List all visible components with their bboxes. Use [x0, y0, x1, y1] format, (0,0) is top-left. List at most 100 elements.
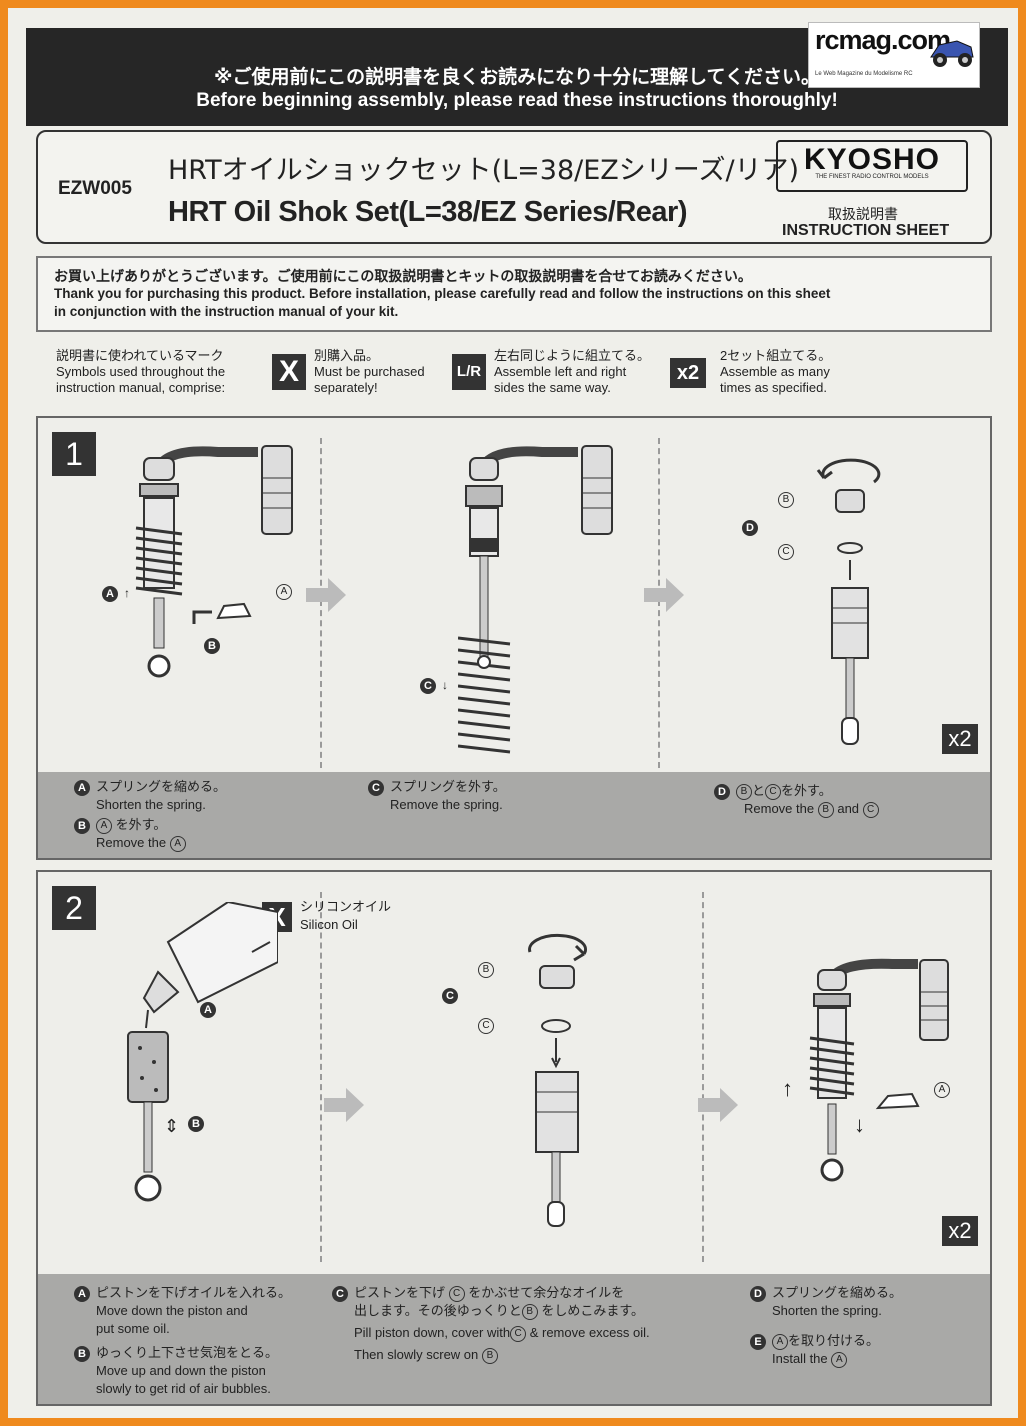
kyosho-logo: KYOSHO THE FINEST RADIO CONTROL MODELS: [776, 140, 968, 192]
caption-a-jp: スプリングを縮める。: [96, 779, 227, 794]
instruction-sheet: ※ご使用前にこの説明書を良くお読みになり十分に理解してください。 Before …: [8, 8, 1018, 1418]
next-step-arrow-icon: [698, 1088, 738, 1122]
label-a-part: A: [934, 1082, 950, 1098]
shock-with-spring-illustration: [135, 445, 293, 678]
rcmag-site: rcmag.com: [815, 25, 951, 55]
intro-en-line1: Thank you for purchasing this product. B…: [54, 286, 831, 301]
divider: [702, 892, 704, 1262]
letter-b-outline: B: [736, 783, 752, 800]
x2-legend: 2セット組立てる。 Assemble as many times as spec…: [720, 348, 831, 396]
shock-reassembled-illustration: [809, 958, 949, 1182]
letter-d: D: [714, 783, 730, 800]
label-c-oring: C: [478, 1018, 494, 1034]
caption-d-jp: を外す。: [781, 783, 832, 798]
caption-d-jp-and: と: [752, 783, 766, 798]
step-2-panel: 2 X シリコンオイル Silicon Oil A ⇕ B: [36, 870, 992, 1406]
sheet-label-en: INSTRUCTION SHEET: [782, 222, 950, 239]
label-a-part: A: [276, 584, 292, 600]
divider: [320, 892, 322, 1262]
label-d: D: [742, 520, 764, 536]
letter-d: D: [742, 520, 758, 536]
silicon-oil-label: シリコンオイル Silicon Oil: [300, 898, 391, 934]
symbols-intro: 説明書に使われているマーク Symbols used throughout th…: [56, 348, 225, 396]
next-step-arrow-icon: [324, 1088, 364, 1122]
x2-jp: 2セット組立てる。: [720, 348, 832, 363]
caption-c-jp2b: をしめこみます。: [541, 1303, 645, 1318]
lr-en1: Assemble left and right: [494, 364, 627, 379]
x2-en2: times as specified.: [720, 380, 827, 395]
letter-c-outline: C: [510, 1325, 527, 1342]
caption-d-en: Shorten the spring.: [772, 1303, 882, 1318]
x2-en1: Assemble as many: [720, 364, 830, 379]
caption-a-en2: put some oil.: [96, 1321, 170, 1336]
caption-c-en1: Pill piston down, cover with: [354, 1325, 511, 1340]
letter-b: B: [188, 1116, 204, 1132]
symbols-intro-en2: instruction manual, comprise:: [56, 380, 226, 395]
divider: [320, 438, 322, 768]
silicon-oil-jp: シリコンオイル: [300, 899, 392, 914]
letter-a-outline: A: [772, 1333, 788, 1350]
title-jp: HRTオイルショックセット(L=38/EZシリーズ/リア): [168, 155, 800, 186]
step-1-times-two-badge: x2: [942, 724, 978, 754]
letter-a-outline: A: [276, 584, 292, 600]
caption-d: D スプリングを縮める。 Shorten the spring.: [750, 1284, 902, 1320]
brand-name: KYOSHO: [803, 143, 941, 176]
letter-c: C: [368, 779, 384, 796]
caption-c-en1b: & remove excess oil.: [529, 1325, 650, 1340]
letter-c-outline: C: [478, 1018, 494, 1034]
letter-e: E: [750, 1333, 766, 1350]
divider: [658, 438, 660, 768]
title-en: HRT Oil Shok Set(L=38/EZ Series/Rear): [168, 196, 687, 228]
letter-c: C: [420, 678, 436, 694]
label-c-oring: C: [778, 544, 794, 560]
label-c-arrow-down: C↓: [420, 678, 448, 694]
label-c: C: [442, 988, 464, 1004]
caption-d-jp: スプリングを縮める。: [772, 1285, 903, 1300]
letter-b-outline: B: [478, 962, 494, 978]
label-b: B: [204, 638, 226, 654]
letter-a: A: [200, 1002, 216, 1018]
caption-c-jp1: ピストンを下げ: [354, 1285, 446, 1300]
caption-b-jp: ゆっくり上下させ気泡をとる。: [96, 1345, 279, 1360]
label-b-cap: B: [478, 962, 494, 978]
letter-d: D: [750, 1285, 766, 1302]
caption-b-en: Remove the: [96, 835, 167, 850]
shock-spring-removed-illustration: [458, 445, 613, 754]
letter-a: A: [102, 586, 118, 602]
brand-tagline: THE FINEST RADIO CONTROL MODELS: [815, 174, 929, 180]
intro-en-line2: in conjunction with the instruction manu…: [54, 304, 399, 319]
title-box: EZW005 HRTオイルショックセット(L=38/EZシリーズ/リア) HRT…: [36, 130, 992, 244]
caption-e-jp: を取り付ける。: [788, 1333, 880, 1348]
spring-retainer-part: [192, 602, 252, 624]
letter-c-outline: C: [765, 783, 782, 800]
symbols-intro-en1: Symbols used throughout the: [56, 364, 226, 379]
caption-a-jp: ピストンを下げオイルを入れる。: [96, 1285, 292, 1300]
intro-box: お買い上げありがとうございます。ご使用前にこの取扱説明書とキットの取扱説明書を合…: [36, 256, 992, 332]
product-code: EZW005: [58, 178, 132, 199]
letter-b-outline: B: [481, 1347, 498, 1364]
caption-b-en2: slowly to get rid of air bubbles.: [96, 1381, 271, 1396]
times-two-icon: x2: [670, 358, 706, 388]
caption-c-jp1b: をかぶせて余分なオイルを: [468, 1285, 625, 1300]
label-a: A: [200, 1002, 222, 1018]
letter-b-outline: B: [521, 1303, 538, 1320]
step-1-number: 1: [52, 432, 96, 476]
label-b: B: [188, 1116, 210, 1132]
step-2-times-two-badge: x2: [942, 1216, 978, 1246]
arrow-down-icon: ↓: [854, 1112, 865, 1137]
sheet-label-jp: 取扱説明書: [828, 207, 898, 223]
rcmag-watermark-logo: rcmag.com Le Web Magazine du Modelisme R…: [808, 22, 980, 88]
letter-a-outline: A: [169, 835, 186, 852]
letter-b-outline: B: [778, 492, 794, 508]
purchase-en1: Must be purchased: [314, 364, 425, 379]
caption-d-en: Remove the: [744, 801, 815, 816]
letter-c-outline: C: [862, 801, 879, 818]
caption-c-en: Remove the spring.: [390, 797, 503, 812]
